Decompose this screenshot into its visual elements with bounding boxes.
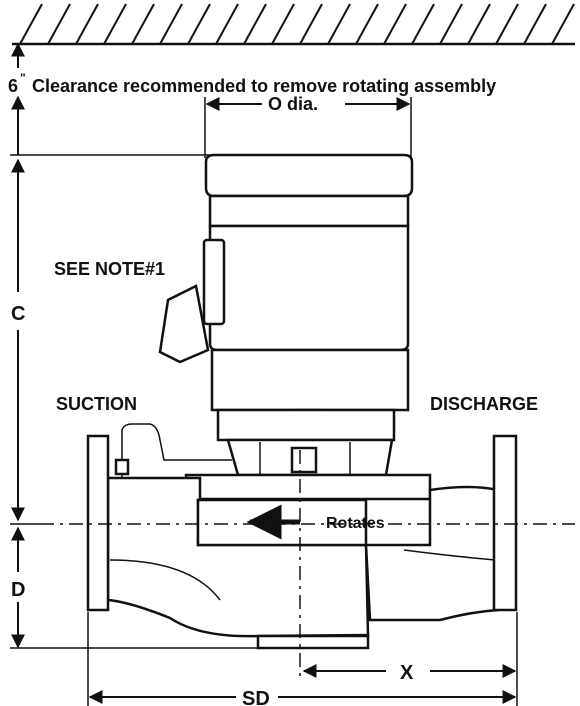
dim-c-label: C	[11, 303, 25, 325]
o-dia-label: O dia.	[268, 94, 318, 114]
dim-x-label: X	[400, 662, 414, 684]
centerlines	[40, 450, 575, 680]
motor	[204, 153, 414, 442]
ceiling-hatch	[12, 3, 575, 46]
clearance-text: Clearance recommended to remove rotating…	[32, 76, 496, 96]
see-note-label: SEE NOTE#1	[54, 259, 165, 279]
dim-sd-label: SD	[242, 688, 270, 706]
clearance-unit: "	[20, 71, 26, 85]
sd-dimension	[87, 612, 517, 706]
dim-d-label: D	[11, 579, 25, 601]
discharge-flange	[492, 434, 518, 612]
clearance-value: 6	[8, 76, 18, 96]
pump-casing	[106, 476, 500, 650]
suction-flange	[86, 434, 110, 612]
suction-label: SUCTION	[56, 394, 137, 414]
discharge-label: DISCHARGE	[430, 394, 538, 414]
gauge-tubing	[114, 423, 232, 478]
o-dia-dimension	[204, 97, 412, 158]
junction-box	[158, 238, 226, 364]
x-dimension	[302, 612, 518, 706]
bracket	[184, 438, 432, 501]
rotates-label: Rotates	[326, 515, 385, 532]
